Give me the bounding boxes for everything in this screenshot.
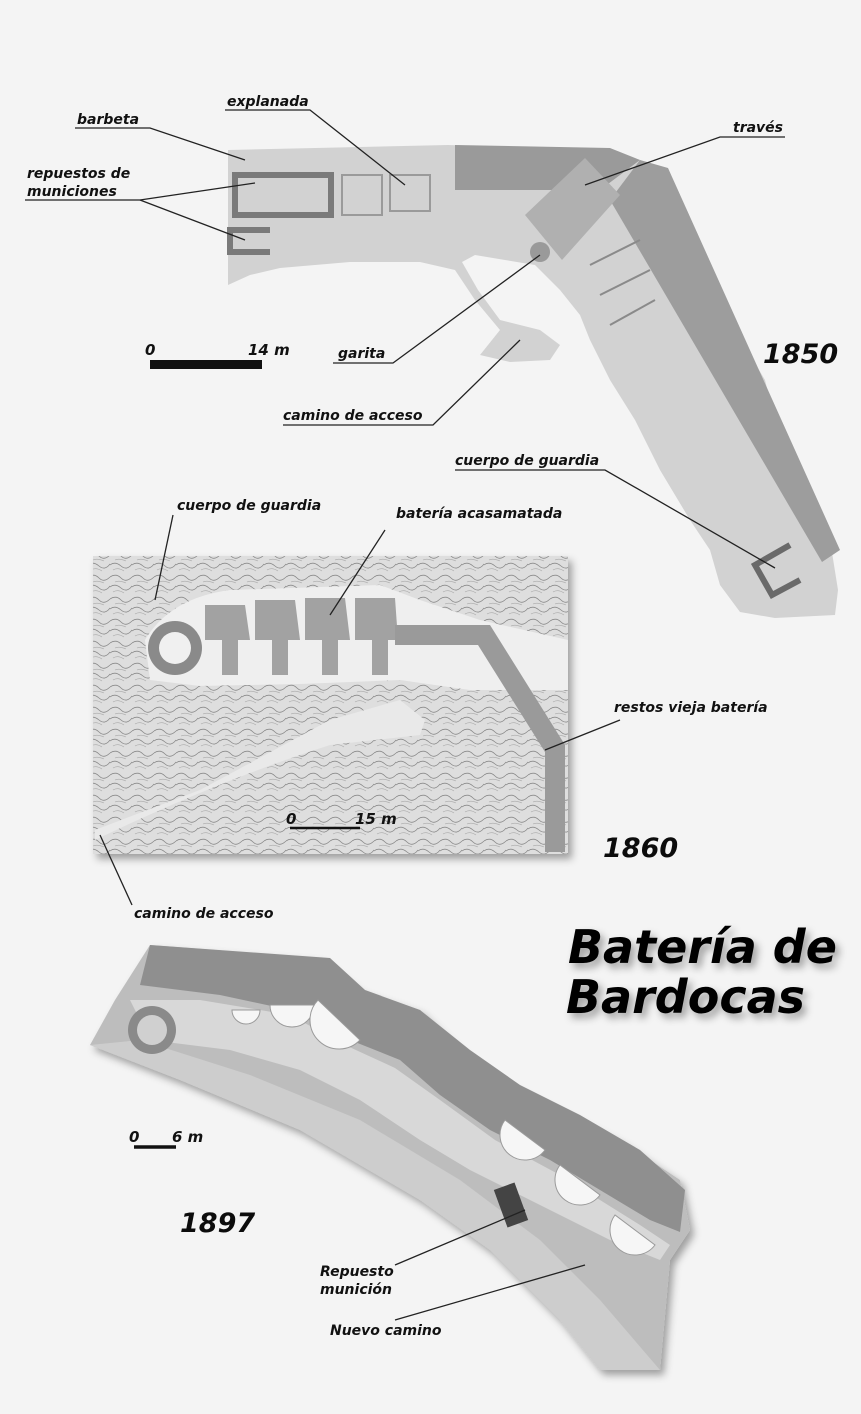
plan-1850-leaders (25, 109, 785, 569)
scale-bar-1850: 0 14 m (145, 341, 290, 369)
plan-1897-road (90, 1040, 660, 1370)
scale-1860-end: 15 m (355, 810, 397, 828)
label-garita: garita (338, 346, 385, 362)
title-line2: Bardocas (566, 970, 805, 1024)
label-nuevo-camino: Nuevo camino (330, 1323, 442, 1339)
plan-1850-magazine-2 (227, 227, 270, 255)
plan-1850-platform-1 (341, 174, 383, 216)
plan-1897-tower-inner (137, 1015, 167, 1045)
casemates (205, 598, 398, 675)
plan-1897-gun-platform (130, 1000, 670, 1260)
plan-1897: Repuesto munición Nuevo camino 0 6 m 189… (90, 945, 690, 1370)
garita-shape (530, 242, 550, 262)
label-camino-1860: camino de acceso (134, 906, 274, 922)
scale-1897-end: 6 m (172, 1128, 203, 1146)
label-repuesto-line1: Repuesto (320, 1264, 394, 1280)
label-restos: restos vieja batería (614, 700, 768, 716)
plan-1897-outer-wall (140, 945, 685, 1232)
label-repuesto-line2: munición (320, 1282, 392, 1298)
label-repuestos-line1: repuestos de (27, 166, 130, 182)
label-cuerpo-1860: cuerpo de guardia (177, 498, 321, 514)
access-path-1860 (95, 700, 425, 840)
title-line1: Batería de (568, 920, 837, 974)
plan-1860: cuerpo de guardia batería acasamatada re… (93, 498, 768, 922)
scale-1850-start: 0 (145, 341, 155, 359)
scale-1860-start: 0 (286, 810, 296, 828)
plan-1850-long-wall (610, 160, 840, 562)
scale-1897-start: 0 (129, 1128, 139, 1146)
plan-1850-magazine-1 (232, 172, 334, 218)
plan-1850-traverse (525, 158, 620, 260)
plan-1850-ramp-lines (589, 239, 656, 326)
guardhouse-1860-inner (159, 632, 191, 664)
scale-1850-end: 14 m (248, 341, 290, 359)
munitions-store-1897 (493, 1182, 529, 1228)
label-traves: través (733, 120, 783, 136)
label-barbeta: barbeta (77, 112, 139, 128)
scale-bar-1897: 0 6 m (129, 1128, 203, 1149)
label-cuerpo-1850: cuerpo de guardia (455, 453, 599, 469)
label-repuestos-line2: municiones (27, 184, 117, 200)
label-camino-1850: camino de acceso (283, 408, 423, 424)
year-1897: 1897 (180, 1208, 255, 1239)
title-block: Batería de Bardocas (566, 920, 837, 1024)
scale-bar-1850-bar (150, 360, 262, 369)
year-1860: 1860 (603, 833, 678, 864)
guardhouse-1850-shape (750, 542, 802, 600)
plan-1860-leaders (99, 514, 621, 906)
year-1850: 1850 (763, 339, 838, 370)
plan-1897-leaders (394, 1209, 586, 1321)
old-battery-wall (395, 625, 565, 852)
plan-1850-platform-2 (389, 174, 431, 212)
label-bateria-acasamatada: batería acasamatada (396, 506, 562, 522)
plan-1850: barbeta explanada repuestos de municione… (25, 94, 840, 618)
scale-bar-1860: 0 15 m (286, 810, 397, 830)
label-explanada: explanada (227, 94, 309, 110)
gun-emplacements (231, 999, 656, 1256)
